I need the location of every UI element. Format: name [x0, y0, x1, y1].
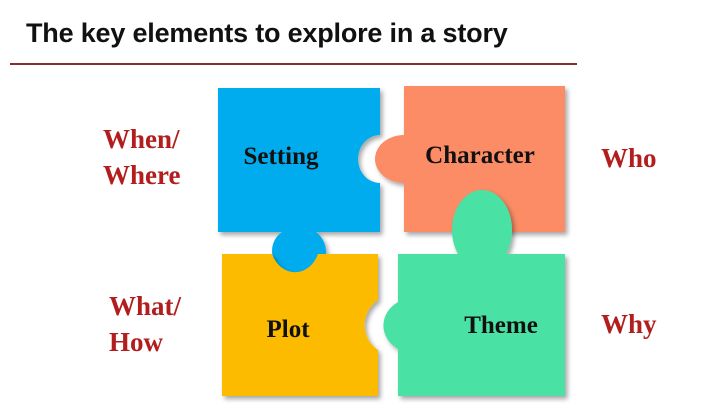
setting-piece [218, 88, 380, 277]
setting-question-line-2: Where [103, 160, 181, 190]
plot-question: What/ How [109, 288, 181, 360]
plot-piece [222, 254, 378, 396]
character-label: Character [425, 142, 535, 169]
setting-question-line-1: When/ [103, 124, 180, 154]
theme-piece [383, 189, 565, 396]
setting-question: When/ Where [103, 121, 180, 193]
plot-question-line-2: How [109, 327, 163, 357]
theme-label: Theme [464, 312, 538, 339]
character-question: Who [601, 143, 657, 173]
title-underline [10, 63, 577, 65]
theme-question: Why [601, 309, 657, 339]
diagram-title: The key elements to explore in a story [26, 18, 508, 48]
plot-question-line-1: What/ [109, 291, 182, 321]
plot-label: Plot [266, 316, 310, 343]
character-piece [375, 86, 565, 232]
setting-label: Setting [243, 143, 319, 170]
